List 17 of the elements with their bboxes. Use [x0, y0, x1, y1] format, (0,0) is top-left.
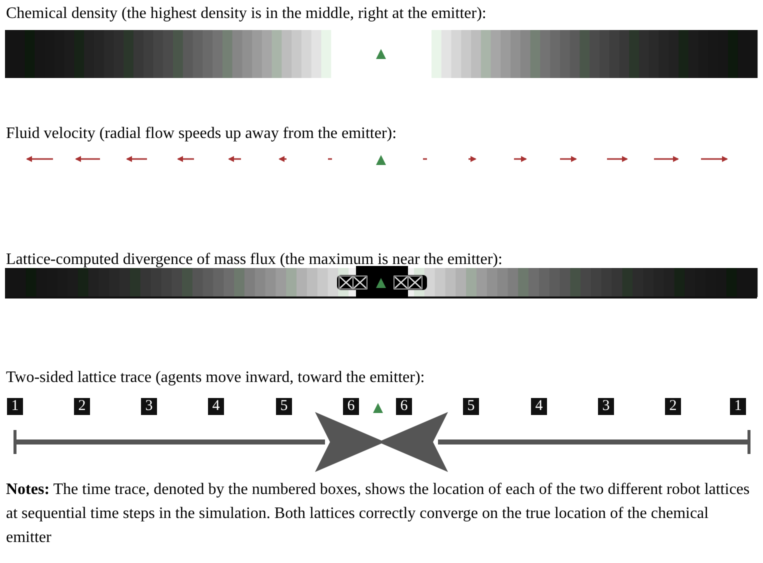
time-step-number: 4	[208, 398, 224, 415]
time-step-number: 4	[531, 398, 547, 415]
time-step-number: 5	[276, 398, 292, 415]
section-caption: Lattice-computed divergence of mass flux (the maximum is near the emitter):	[6, 250, 502, 270]
section-caption: Fluid velocity (radial flow speeds up away from the emitter):	[6, 124, 397, 144]
section-caption: Two-sided lattice trace (agents move inward, toward the emitter):	[6, 368, 425, 388]
time-step-number: 1	[730, 398, 746, 415]
notes-paragraph: Notes: The time trace, denoted by the numbered boxes, shows the location of each of the two different robot lattices at sequential time steps in the simulation. Both lattices correctly converge on the true location of the chemical emitter	[6, 480, 751, 548]
section-caption: Chemical density (the highest density is in the middle, right at the emitter):	[6, 4, 486, 24]
time-step-number: 3	[141, 398, 157, 415]
time-step-number: 2	[74, 398, 90, 415]
time-step-number: 3	[598, 398, 614, 415]
time-step-number: 1	[7, 398, 23, 415]
time-step-number: 2	[665, 398, 681, 415]
time-step-number: 6	[396, 398, 412, 415]
time-step-number: 6	[343, 398, 359, 415]
time-step-number: 5	[463, 398, 479, 415]
